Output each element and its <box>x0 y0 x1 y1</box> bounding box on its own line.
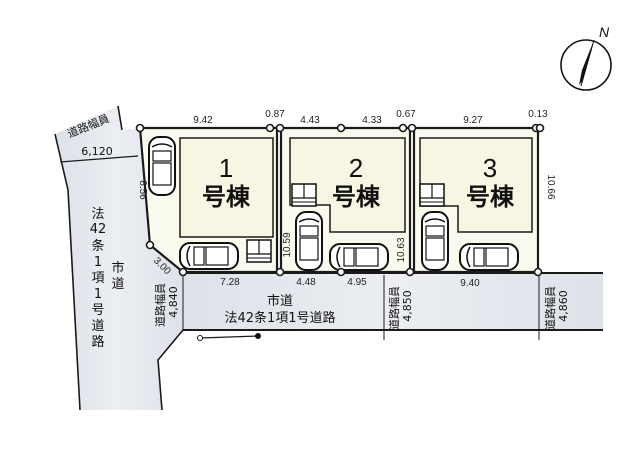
south-road-type: 市道 <box>267 293 293 309</box>
north-arrow-icon: N <box>560 24 612 91</box>
lot-2-suffix: 号棟 <box>332 183 381 211</box>
west-width-arrow <box>59 155 139 163</box>
svg-text:1: 1 <box>94 255 102 270</box>
lot-2-building <box>289 137 406 233</box>
svg-text:道: 道 <box>111 277 124 292</box>
dim-lot1-top-small: 0.87 <box>265 109 285 120</box>
south-road-classification: 法42条1項1号道路 <box>224 310 335 326</box>
dim-lot1-bottom: 7.28 <box>220 277 240 288</box>
south-road-width-3-label: 道路幅員 <box>543 286 557 330</box>
south-road-width-2-label: 道路幅員 <box>387 286 401 330</box>
compass-label: N <box>599 24 610 40</box>
svg-text:号: 号 <box>91 303 104 318</box>
dim-lot1-top: 9.42 <box>193 115 213 126</box>
west-road-type: 市 道 <box>111 260 124 292</box>
south-road-width-1-value: 4,840 <box>167 286 180 318</box>
dim-lot3-top: 9.27 <box>463 115 483 126</box>
svg-text:路: 路 <box>91 334 104 350</box>
dim-lot2-right: 10.63 <box>396 237 407 262</box>
svg-text:条: 条 <box>91 238 104 254</box>
svg-text:道: 道 <box>91 319 104 334</box>
svg-text:法: 法 <box>91 207 104 222</box>
south-road-width-2-value: 4,850 <box>401 290 414 322</box>
dim-lot3-right: 10.66 <box>545 174 556 199</box>
south-road <box>183 273 603 330</box>
south-road-width-3-value: 4,860 <box>557 290 570 322</box>
lot-2-number: 2 <box>349 153 363 183</box>
lot-1-number: 1 <box>219 153 233 183</box>
lot-1-suffix: 号棟 <box>202 183 251 211</box>
dim-lot2-bottom-right: 4.95 <box>347 277 367 288</box>
dim-lot2-top-small: 0.67 <box>396 109 416 120</box>
dim-lot2-top-right: 4.33 <box>362 115 382 126</box>
dim-lot2-top-left: 4.43 <box>300 115 320 126</box>
svg-text:42: 42 <box>90 222 107 237</box>
lot-3-suffix: 号棟 <box>466 183 515 211</box>
west-road-width-value: 6,120 <box>81 145 113 158</box>
dim-lot3-top-small: 0.13 <box>528 109 548 120</box>
dim-lot3-bottom: 9.40 <box>460 278 480 289</box>
dim-lot2-bottom-left: 4.48 <box>296 277 316 288</box>
svg-text:項: 項 <box>91 271 104 286</box>
boundary-markers <box>135 123 545 277</box>
lot-3-number: 3 <box>483 153 497 183</box>
west-road-classification: 法 42 条 1 項 1 号 道 路 <box>90 207 107 350</box>
south-road-width-1-label: 道路幅員 <box>153 283 167 327</box>
svg-text:市: 市 <box>111 260 124 276</box>
lot-1-building <box>179 137 274 238</box>
west-road <box>55 106 183 410</box>
svg-text:1: 1 <box>94 287 102 302</box>
dim-lot1-left: 8.56 <box>137 180 148 200</box>
dim-lot1-right: 10.59 <box>282 232 293 257</box>
